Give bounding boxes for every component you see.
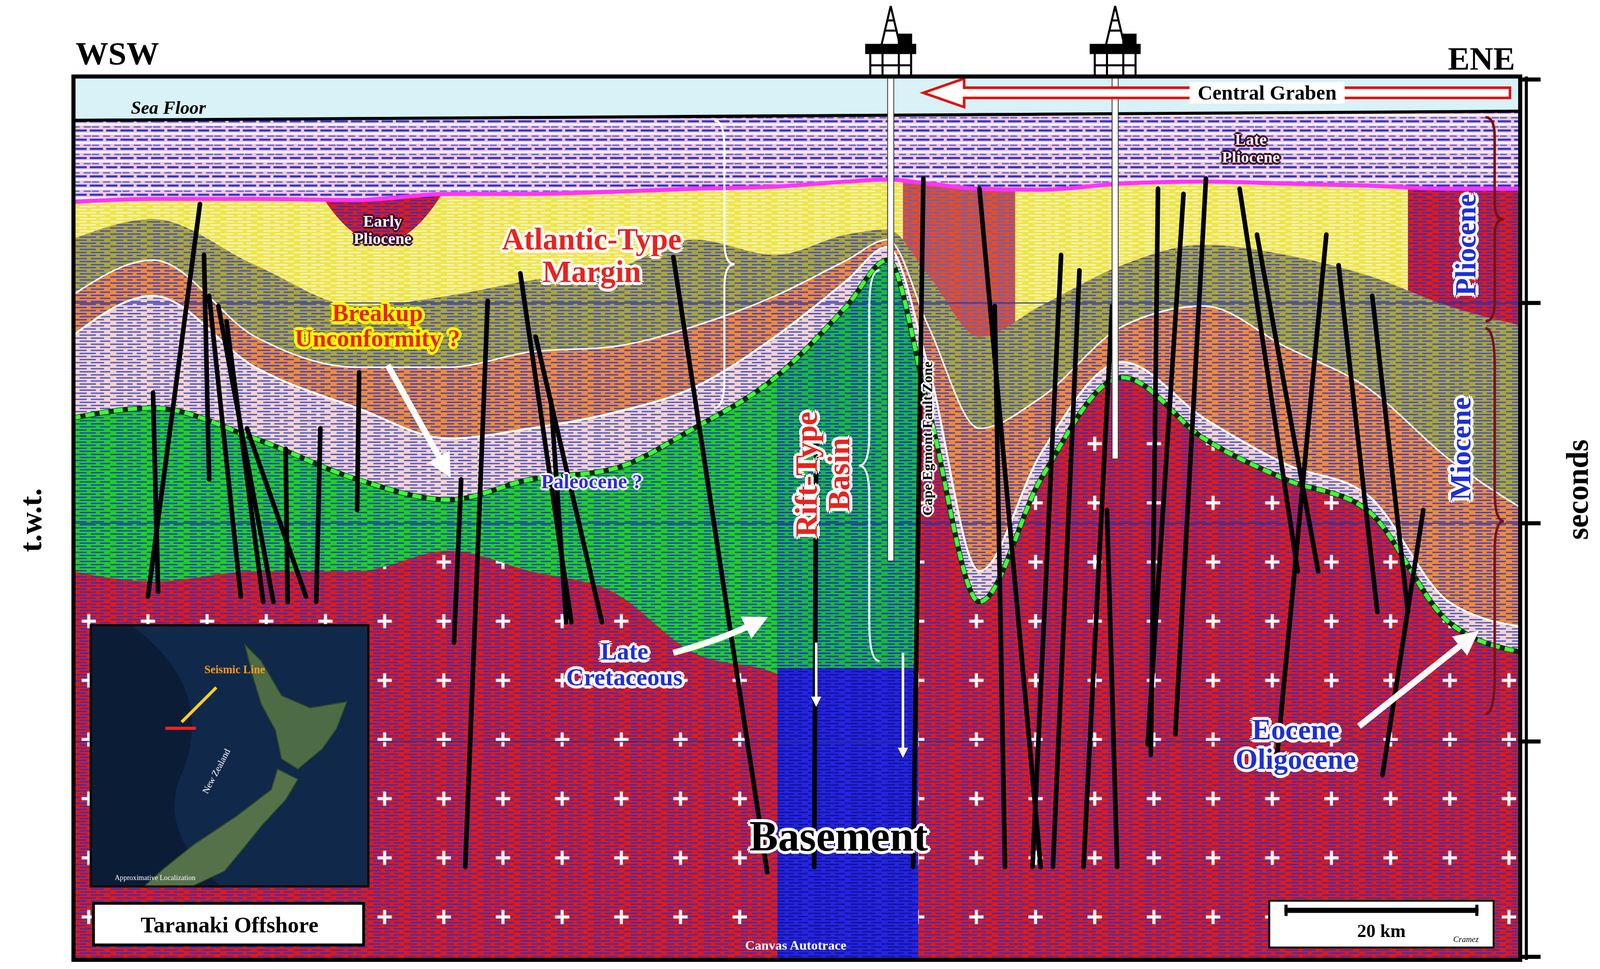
axis-title: seconds <box>1561 439 1594 540</box>
fault-line <box>285 448 288 602</box>
fault-line <box>147 203 200 597</box>
fault-line <box>673 257 768 873</box>
map-credit: Approximative Localization <box>114 874 196 883</box>
pointer-arrow <box>387 365 445 468</box>
age-label: Late Cretaceous <box>552 639 696 691</box>
pointer-arrow <box>814 642 818 702</box>
direction-arrow <box>923 78 1511 108</box>
drilling-platform <box>866 6 915 77</box>
fault-line <box>913 178 924 868</box>
fault-line <box>203 255 209 480</box>
axis-title: t.w.t. <box>14 488 47 552</box>
fault-line <box>453 479 461 643</box>
well-bore <box>887 76 894 562</box>
fault-line <box>1338 265 1378 613</box>
bracket <box>1485 117 1504 322</box>
fault-line <box>357 372 360 511</box>
graben-label: Central Graben <box>1189 82 1345 104</box>
basement-label: Basement <box>749 814 928 860</box>
credit-label: Cramez <box>1453 935 1479 945</box>
fault-line <box>1106 510 1118 868</box>
fault-line <box>1053 270 1080 868</box>
unconformity-label: Breakup Unconformity ? <box>265 300 490 353</box>
seismic-layers <box>73 76 1521 961</box>
scale-label: 20 km <box>1357 920 1406 943</box>
inset-map: Seismic LineNew ZealandApproximative Loc… <box>89 624 370 888</box>
fault-line <box>218 305 274 602</box>
fault-line <box>1239 188 1298 572</box>
fault-line <box>465 300 488 868</box>
fault-line <box>1275 234 1327 776</box>
bracket <box>858 270 880 662</box>
age-label: Eocene Oligocene <box>1209 714 1383 775</box>
margin-label: Atlantic-Type Margin <box>469 223 715 288</box>
title-box: Taranaki Offshore <box>91 902 366 947</box>
scale-box: 20 km Cramez <box>1268 899 1495 949</box>
fault-line <box>1382 510 1424 776</box>
time-tick <box>1520 955 1541 960</box>
time-tick <box>1520 77 1541 82</box>
time-tick <box>1520 300 1541 305</box>
section-frame <box>73 76 1521 961</box>
age-label: Paleocene ? <box>541 470 643 492</box>
fault-line <box>1175 178 1206 735</box>
sea-floor-label: Sea Floor <box>130 98 206 118</box>
basin-label: Rift-Type Basin <box>790 387 855 562</box>
time-tick <box>1520 521 1541 526</box>
pointer-arrow <box>673 622 758 653</box>
fault-line <box>994 305 1005 868</box>
direction-label: WSW <box>75 37 160 72</box>
bracket <box>1485 328 1504 715</box>
fault-zone-label: Cape Egmont Fault Zone <box>920 361 936 516</box>
well-bore <box>1112 76 1119 460</box>
fault-line <box>979 188 1041 868</box>
fault-line <box>550 400 567 623</box>
epoch-label: Pliocene <box>1451 194 1482 296</box>
map-label: Seismic Line <box>204 663 266 676</box>
age-label: Late Pliocene <box>1210 131 1292 166</box>
epoch-label: Miocene <box>1445 397 1476 501</box>
fault-line <box>247 428 306 597</box>
fault-line <box>1372 295 1408 612</box>
age-label: Early Pliocene <box>341 213 424 248</box>
pointer-arrow <box>1359 638 1470 727</box>
credit-label: Canvas Autotrace <box>745 938 847 953</box>
direction-label: ENE <box>1448 42 1516 77</box>
bracket <box>714 120 735 409</box>
drilling-platform <box>1090 6 1140 77</box>
title-text: Taranaki Offshore <box>140 912 319 939</box>
time-tick <box>1520 739 1541 744</box>
fault-line <box>316 428 321 602</box>
pointer-arrow <box>901 653 905 754</box>
fault-line <box>152 392 159 592</box>
